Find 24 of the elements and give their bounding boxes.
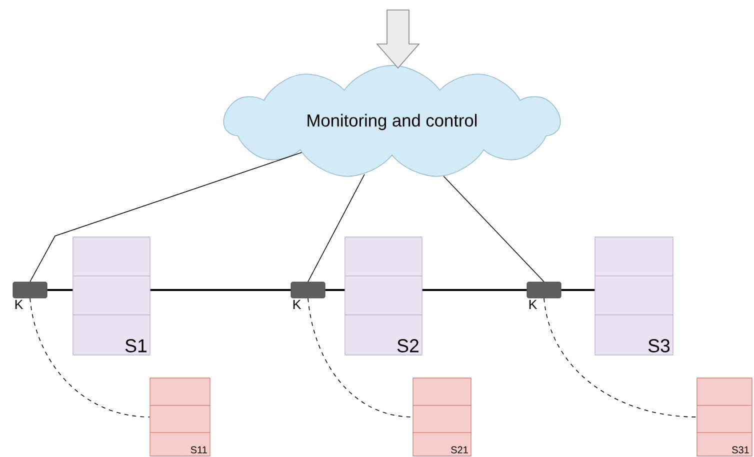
storage-box: S1 bbox=[72, 236, 150, 356]
switch-label: K bbox=[529, 300, 538, 310]
dashed-connector bbox=[544, 298, 698, 418]
switch-box bbox=[526, 282, 562, 298]
connector-line bbox=[443, 176, 544, 282]
connector-line bbox=[422, 289, 527, 291]
switch-box bbox=[290, 282, 326, 298]
connector-line bbox=[30, 152, 302, 282]
dashed-connector bbox=[308, 298, 414, 418]
storage-box: S3 bbox=[594, 236, 674, 356]
connector-line bbox=[47, 289, 73, 291]
connector-line bbox=[308, 174, 365, 282]
connector-line bbox=[325, 289, 345, 291]
storage-box: S31 bbox=[696, 378, 752, 456]
connector-line bbox=[561, 289, 595, 291]
connector-line bbox=[150, 289, 291, 291]
dashed-connector bbox=[30, 298, 150, 418]
storage-box: S11 bbox=[150, 378, 210, 456]
switch-label: K bbox=[293, 300, 302, 310]
storage-box: S21 bbox=[412, 378, 472, 456]
switch-box bbox=[12, 282, 48, 298]
switch-label: K bbox=[15, 300, 24, 310]
block-arrow bbox=[376, 10, 420, 69]
storage-box: S2 bbox=[344, 236, 422, 356]
